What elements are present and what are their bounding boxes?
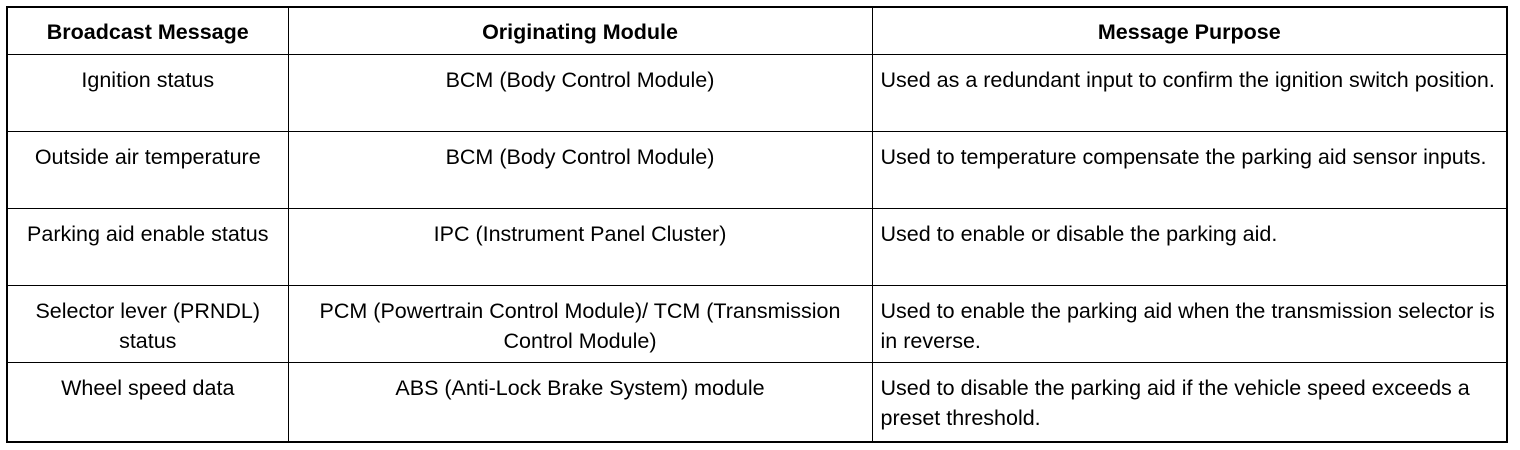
broadcast-message-cell: Outside air temperature [6,131,289,209]
broadcast-message-cell: Wheel speed data [6,362,289,443]
broadcast-message-table: Broadcast Message Originating Module Mes… [6,6,1508,443]
originating-module-cell: IPC (Instrument Panel Cluster) [287,208,873,286]
column-header-broadcast-message: Broadcast Message [6,6,289,55]
broadcast-message-cell: Ignition status [6,54,289,132]
message-purpose-cell: Used to disable the parking aid if the v… [871,362,1508,443]
column-header-originating-module: Originating Module [287,6,873,55]
table-row: Ignition status BCM (Body Control Module… [6,54,1508,132]
table-row: Outside air temperature BCM (Body Contro… [6,131,1508,209]
table-row: Wheel speed data ABS (Anti-Lock Brake Sy… [6,362,1508,443]
table-row: Selector lever (PRNDL) status PCM (Power… [6,285,1508,363]
column-header-message-purpose: Message Purpose [871,6,1508,55]
table-row: Parking aid enable status IPC (Instrumen… [6,208,1508,286]
table-header-row: Broadcast Message Originating Module Mes… [6,6,1508,55]
broadcast-message-cell: Parking aid enable status [6,208,289,286]
message-purpose-cell: Used as a redundant input to confirm the… [871,54,1508,132]
broadcast-message-cell: Selector lever (PRNDL) status [6,285,289,363]
message-purpose-cell: Used to enable the parking aid when the … [871,285,1508,363]
originating-module-cell: BCM (Body Control Module) [287,54,873,132]
originating-module-cell: PCM (Powertrain Control Module)/ TCM (Tr… [287,285,873,363]
broadcast-message-table-container: Broadcast Message Originating Module Mes… [6,6,1508,443]
originating-module-cell: ABS (Anti-Lock Brake System) module [287,362,873,443]
message-purpose-cell: Used to enable or disable the parking ai… [871,208,1508,286]
originating-module-cell: BCM (Body Control Module) [287,131,873,209]
message-purpose-cell: Used to temperature compensate the parki… [871,131,1508,209]
